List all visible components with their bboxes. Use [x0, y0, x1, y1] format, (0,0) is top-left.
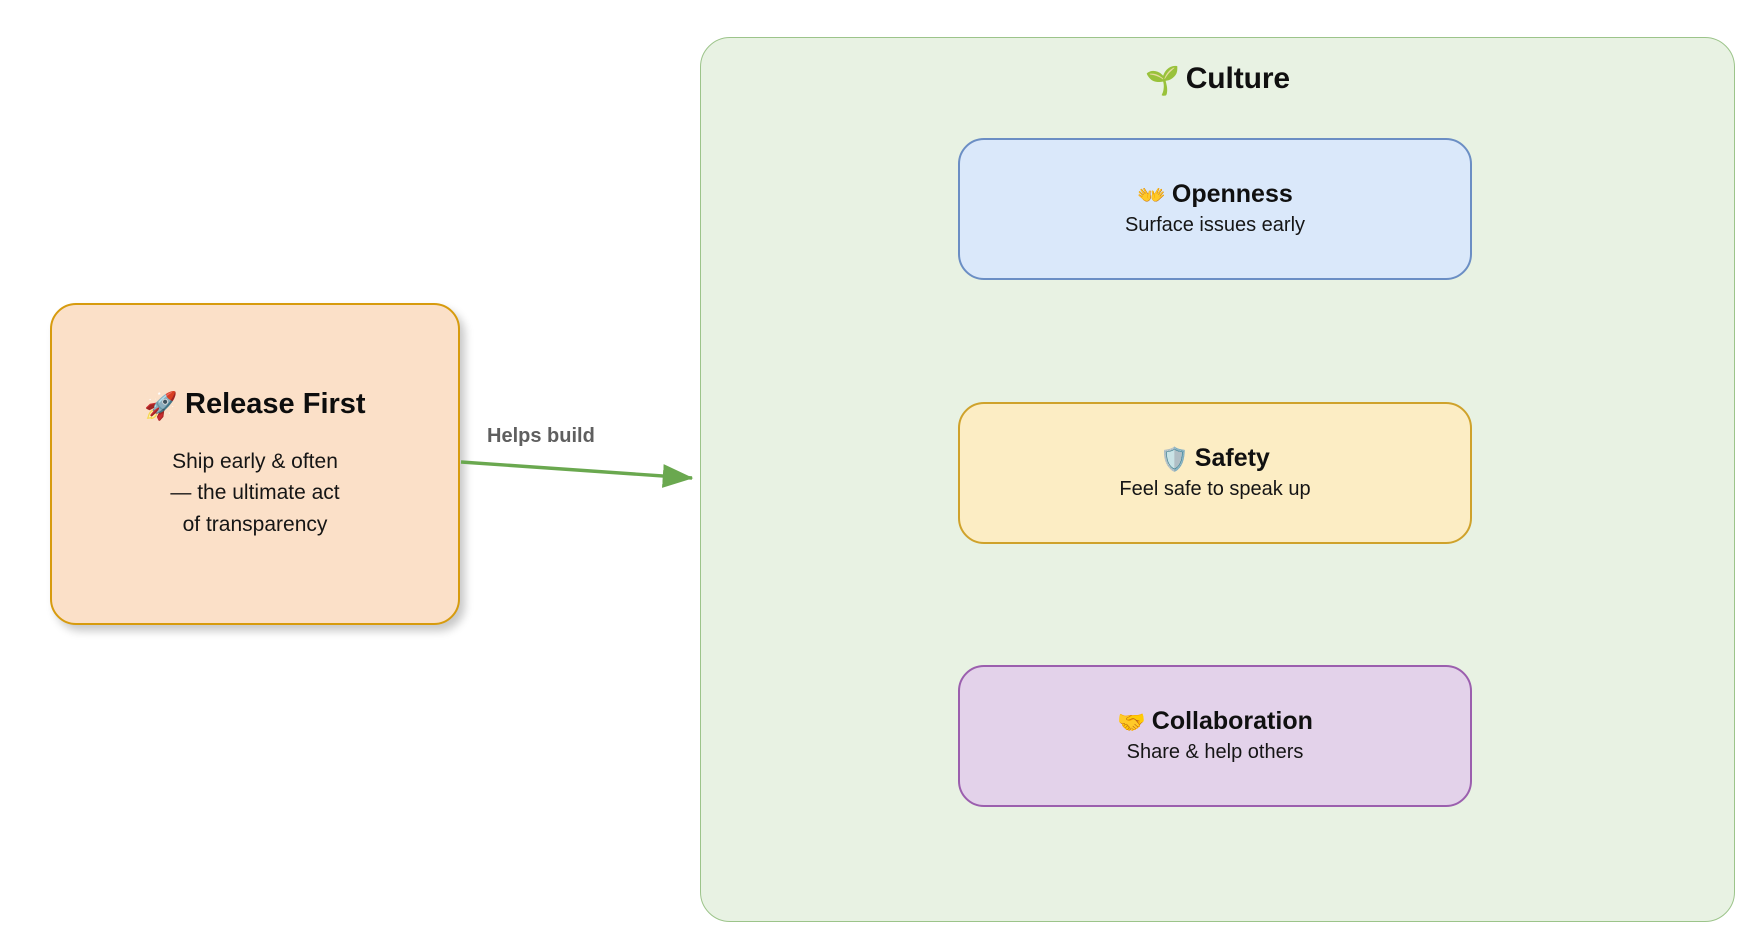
seedling-icon: 🌱	[1144, 65, 1180, 96]
handshake-icon: 🤝	[1117, 708, 1146, 735]
edge-label-helps-build: Helps build	[487, 425, 595, 447]
shield-icon: 🛡️	[1160, 445, 1189, 472]
rocket-icon: 🚀	[144, 391, 179, 422]
card-safety-title-text: Safety	[1194, 443, 1270, 472]
node-release-first-description: Ship early & often — the ultimate act of…	[170, 450, 340, 536]
card-collaboration-title: 🤝Collaboration	[1117, 707, 1313, 737]
cluster-title: 🌱Culture	[701, 62, 1734, 97]
open-hands-icon: 👐	[1137, 181, 1166, 208]
card-safety-subtitle: Feel safe to speak up	[1119, 478, 1311, 501]
card-safety[interactable]: 🛡️Safety Feel safe to speak up	[958, 402, 1472, 544]
card-openness-subtitle: Surface issues early	[1124, 214, 1306, 237]
card-openness-title: 👐Openness	[1137, 180, 1293, 210]
node-release-first-title: 🚀Release First	[144, 388, 365, 422]
cluster-title-text: Culture	[1185, 62, 1291, 95]
node-release-first-title-text: Release First	[185, 388, 366, 421]
card-collaboration-subtitle: Share & help others	[1126, 741, 1304, 764]
card-safety-title: 🛡️Safety	[1160, 444, 1270, 474]
node-release-first[interactable]: 🚀Release First Ship early & often — the …	[50, 303, 460, 625]
card-openness[interactable]: 👐Openness Surface issues early	[958, 138, 1472, 280]
card-collaboration-title-text: Collaboration	[1151, 706, 1313, 735]
edge-line	[460, 460, 694, 488]
card-openness-title-text: Openness	[1171, 179, 1293, 208]
card-collaboration[interactable]: 🤝Collaboration Share & help others	[958, 665, 1472, 807]
